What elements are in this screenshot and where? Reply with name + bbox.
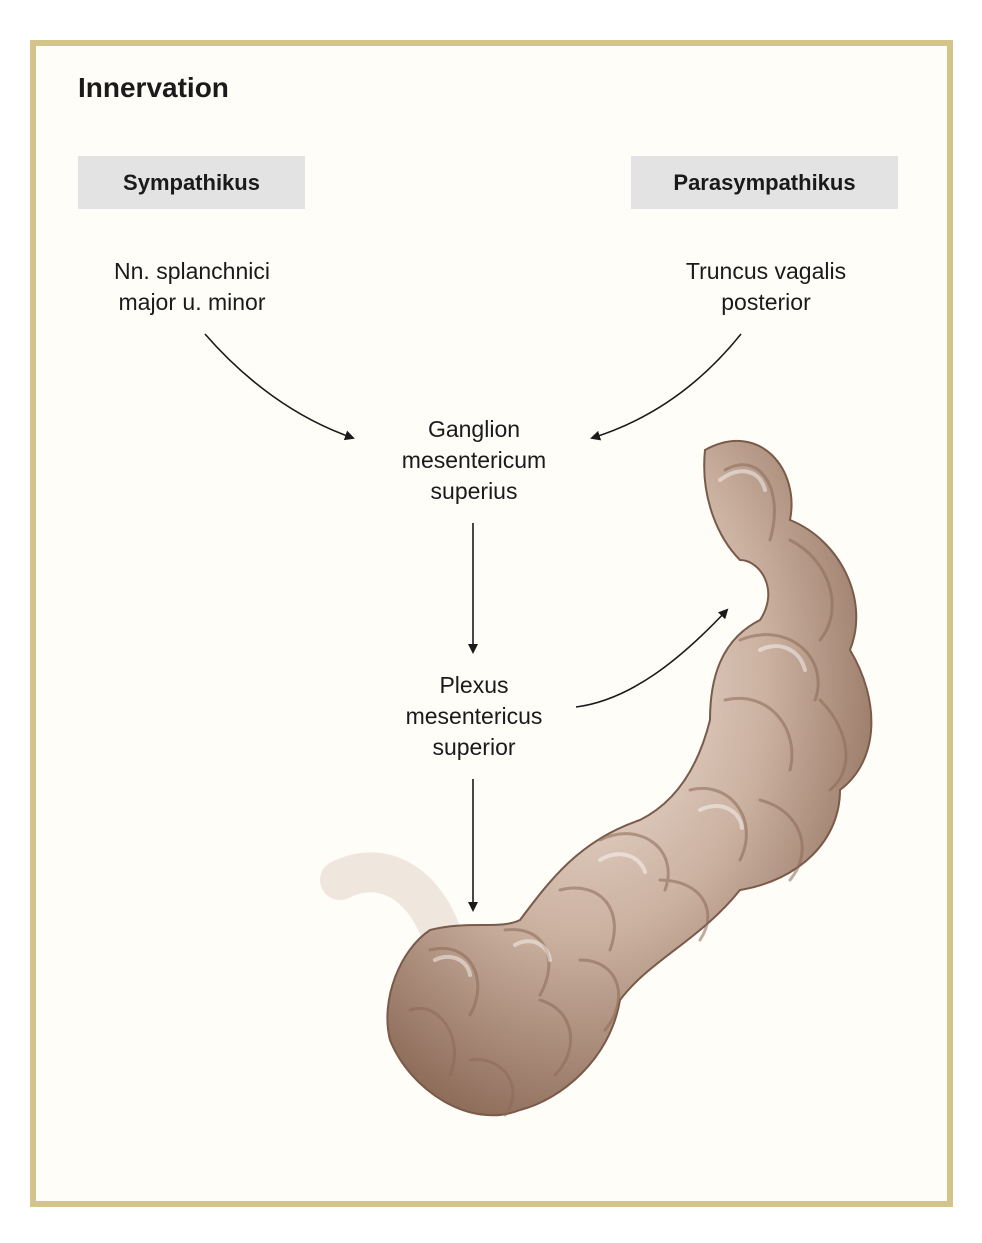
ganglion-line-3: superius: [430, 478, 518, 504]
arrow-plexus-to-intestine-upper: [575, 608, 729, 708]
plexus-line-3: superior: [432, 734, 516, 760]
diagram-title: Innervation: [78, 72, 229, 103]
arrow-vagal-to-ganglion: [590, 333, 742, 441]
vagal-line-2: posterior: [721, 289, 811, 315]
sympathetic-header: Sympathikus: [78, 156, 305, 209]
plexus-line-2: mesentericus: [405, 703, 543, 729]
plexus-line-1: Plexus: [439, 672, 509, 698]
ganglion-line-2: mesentericum: [401, 447, 547, 473]
splanchnic-line-1: Nn. splanchnici: [114, 258, 270, 284]
ganglion-line-1: Ganglion: [427, 416, 521, 442]
sympathetic-header-label: Sympathikus: [123, 169, 260, 195]
ganglion-label: Ganglion mesentericum superius: [374, 414, 574, 507]
intestine-icon: [320, 439, 873, 1117]
vagal-trunk-label: Truncus vagalis posterior: [656, 256, 876, 318]
arrow-splanchnic-to-ganglion: [204, 333, 355, 441]
parasympathetic-header-label: Parasympathikus: [673, 169, 856, 195]
splanchnic-line-2: major u. minor: [118, 289, 266, 315]
vagal-line-1: Truncus vagalis: [685, 258, 847, 284]
plexus-label: Plexus mesentericus superior: [374, 670, 574, 763]
parasympathetic-header: Parasympathikus: [631, 156, 898, 209]
splanchnic-nerves-label: Nn. splanchnici major u. minor: [92, 256, 292, 318]
